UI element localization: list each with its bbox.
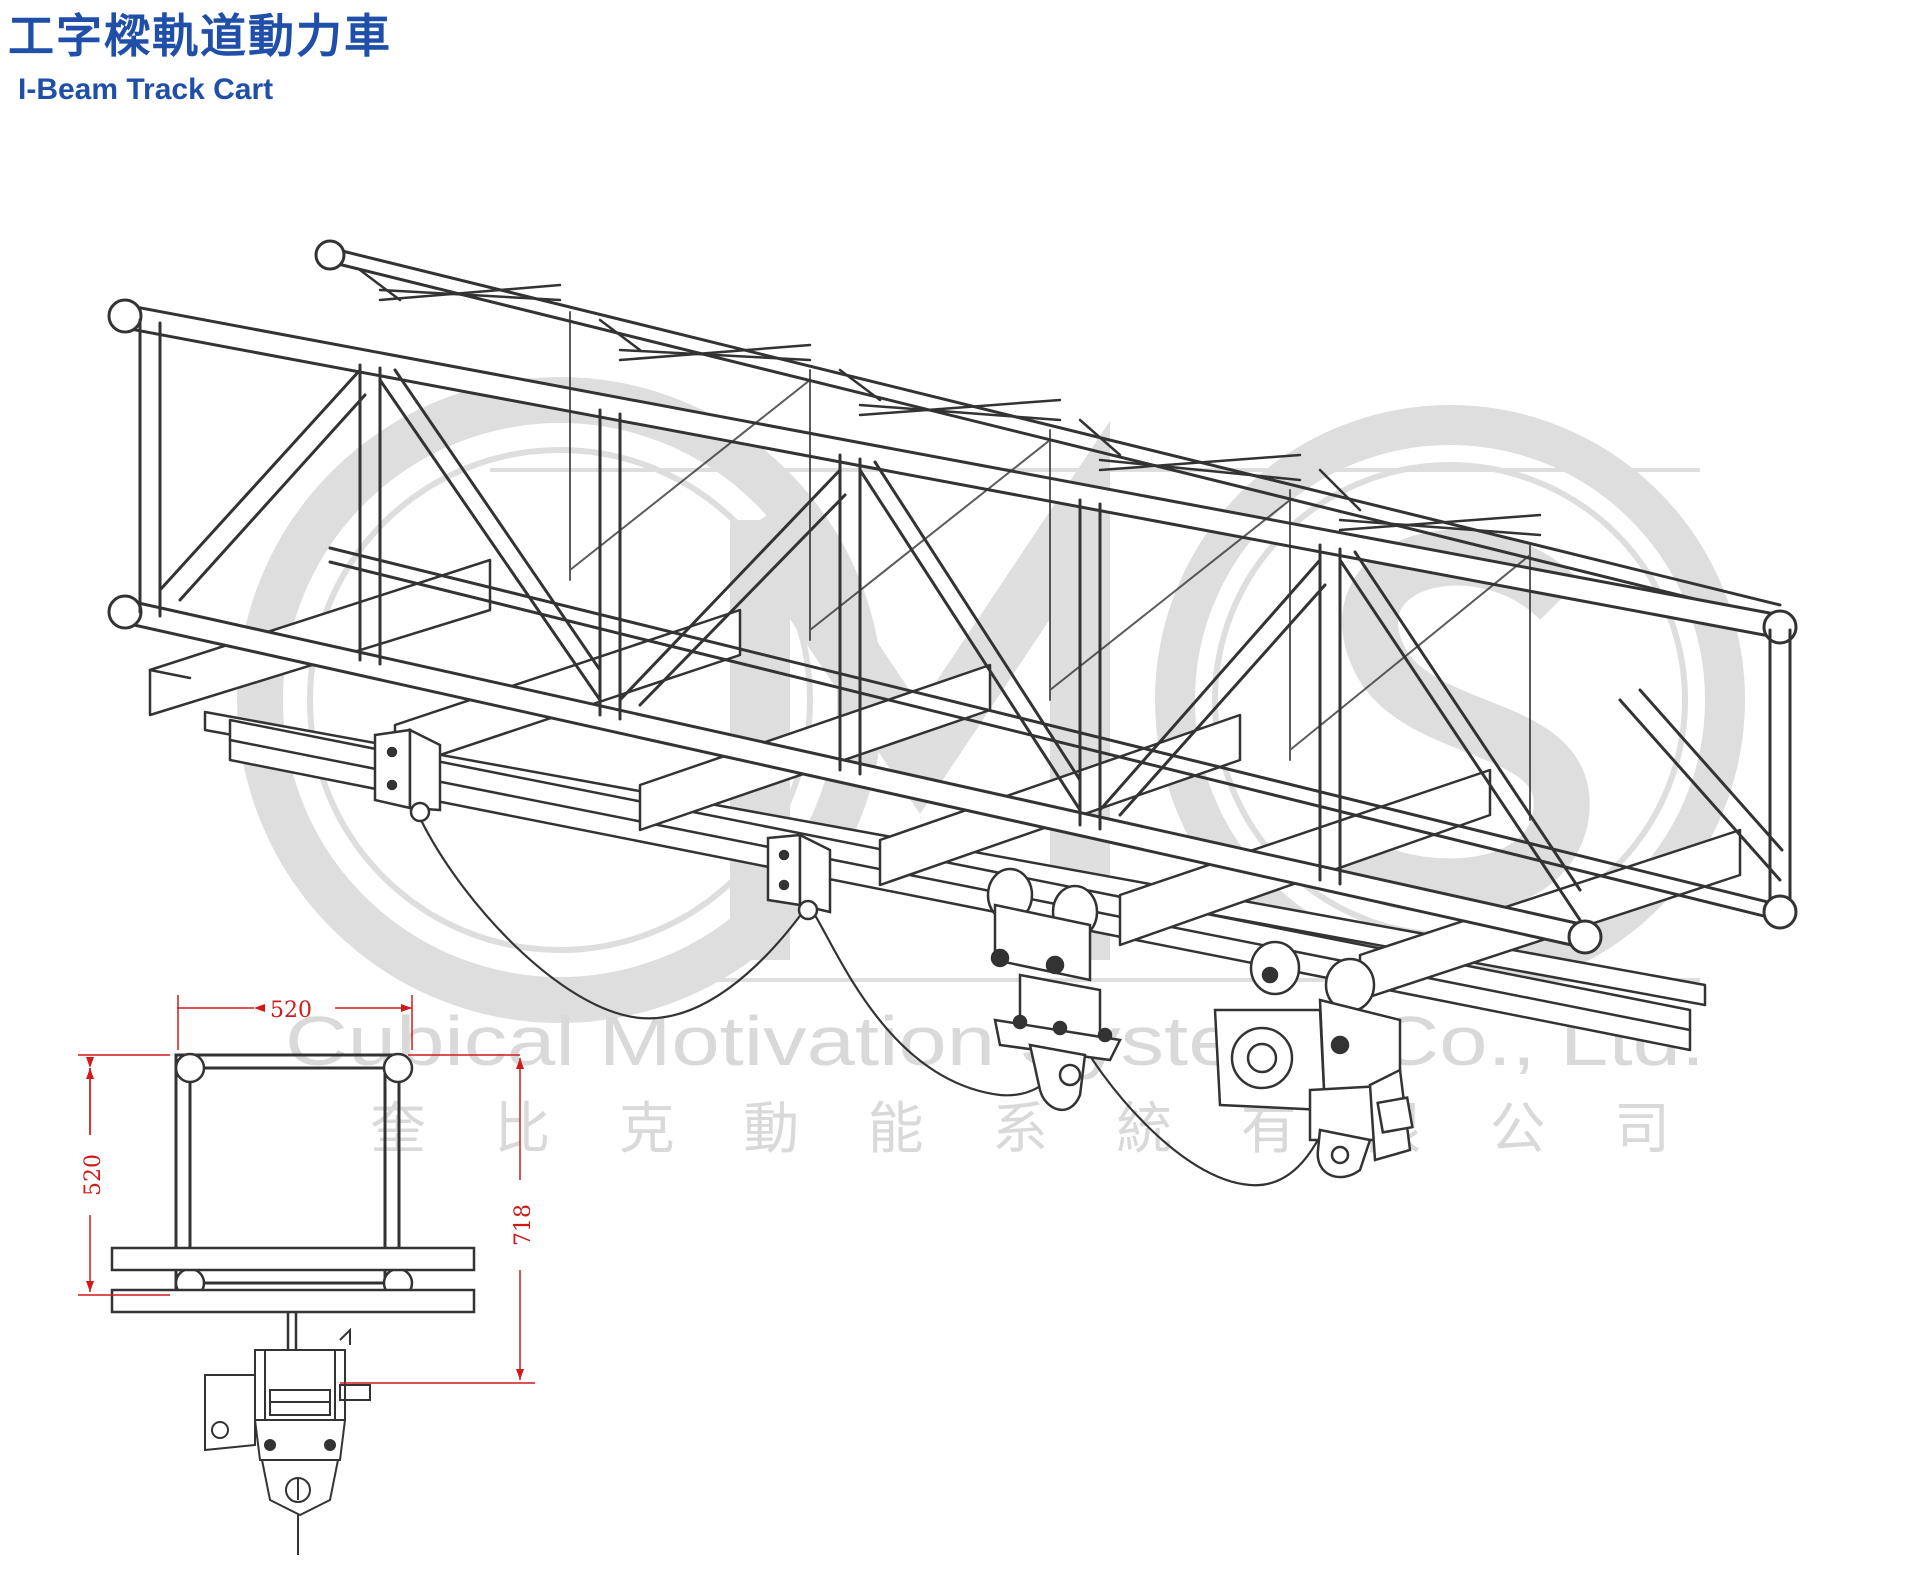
watermark-company-en: Cubical Motivation Systems Co., Ltd. — [285, 1002, 1705, 1080]
truss-frame — [107, 239, 1798, 1052]
page-subtitle: I-Beam Track Cart — [18, 73, 274, 106]
page-title: 工字樑軌道動力車 — [8, 9, 392, 63]
trolley-idler — [986, 867, 1122, 1112]
cross-planks — [148, 558, 1742, 1002]
dimension-total-height: 718 — [511, 1204, 536, 1246]
dimension-lines — [78, 995, 535, 1384]
dimension-width: 520 — [270, 998, 312, 1023]
cable-hanger-1 — [373, 727, 442, 823]
section-cart — [204, 1327, 371, 1555]
dimension-height: 520 — [81, 1154, 106, 1196]
watermark-company-zh: 奎比克動能系統有限公司 — [370, 1097, 1670, 1162]
power-cable — [419, 817, 1341, 1187]
trolley-drive — [1213, 940, 1414, 1179]
section-view — [110, 1052, 476, 1555]
cable-hanger-2 — [766, 832, 832, 921]
track-cart — [373, 727, 1414, 1187]
